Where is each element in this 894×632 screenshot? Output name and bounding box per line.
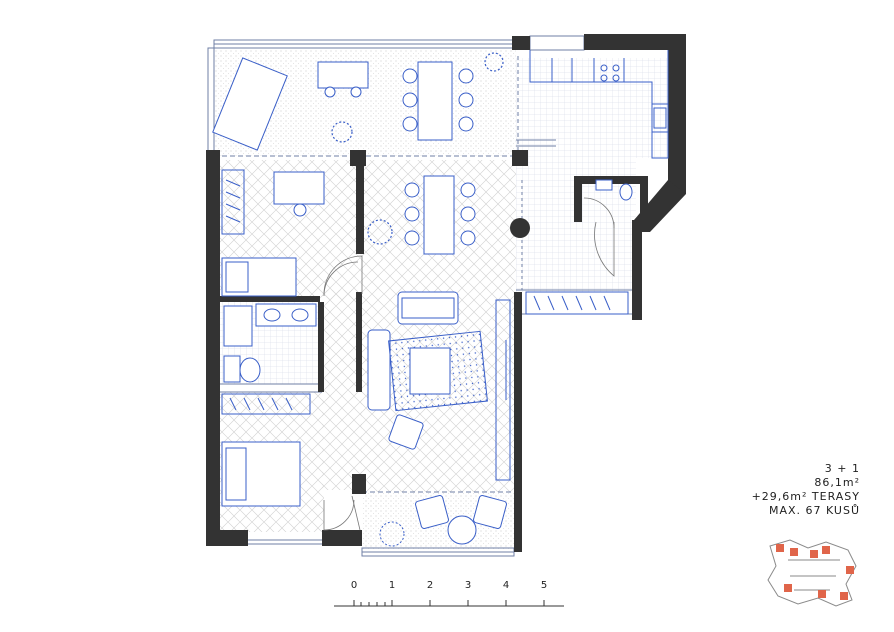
bed-top: [221, 257, 297, 297]
wardrobe-top: [221, 169, 245, 235]
floor-kitchen: [516, 58, 686, 292]
site-highlight: [776, 544, 854, 600]
column: [510, 218, 530, 238]
bathroom-fixtures: [223, 303, 317, 383]
wardrobe-bottom: [221, 393, 311, 415]
kitchen-counter: [529, 50, 669, 159]
unit-info: 3 + 1 86,1m² +29,6m² TERASY MAX. 67 KUSŮ: [752, 462, 860, 518]
stove-icon: [600, 64, 620, 82]
armchair: [388, 414, 424, 450]
dining-table-terrace: [402, 61, 474, 141]
scale-label-4: 4: [502, 580, 510, 591]
scale-label-0: 0: [350, 580, 358, 591]
unit-area: 86,1m²: [814, 476, 860, 489]
scale-label-1: 1: [388, 580, 396, 591]
doors: [323, 197, 615, 531]
unit-layout: 3 + 1: [824, 462, 860, 475]
desk-top: [273, 171, 325, 217]
wardrobe-hall: [525, 291, 629, 315]
plant-icon-dining: [367, 219, 393, 245]
scale-label-5: 5: [540, 580, 548, 591]
sofa: [367, 291, 459, 411]
rug: [388, 330, 488, 412]
wc-fixtures: [595, 179, 633, 201]
lounge-chair-terrace: [212, 57, 369, 151]
terrace-bottom-furniture: [379, 495, 507, 547]
scale-bar: [334, 600, 564, 607]
unit-terrace-area: +29,6m² TERASY: [751, 490, 860, 503]
tv-unit: [495, 299, 511, 481]
plant-icon-terrace: [331, 52, 504, 143]
site-key-plan: [767, 539, 857, 607]
dining-table: [404, 175, 476, 255]
bed-bottom: [221, 441, 301, 507]
walls: [206, 34, 686, 552]
unit-count: MAX. 67 KUSŮ: [768, 504, 860, 517]
scale-label-3: 3: [464, 580, 472, 591]
scale-label-2: 2: [426, 580, 434, 591]
